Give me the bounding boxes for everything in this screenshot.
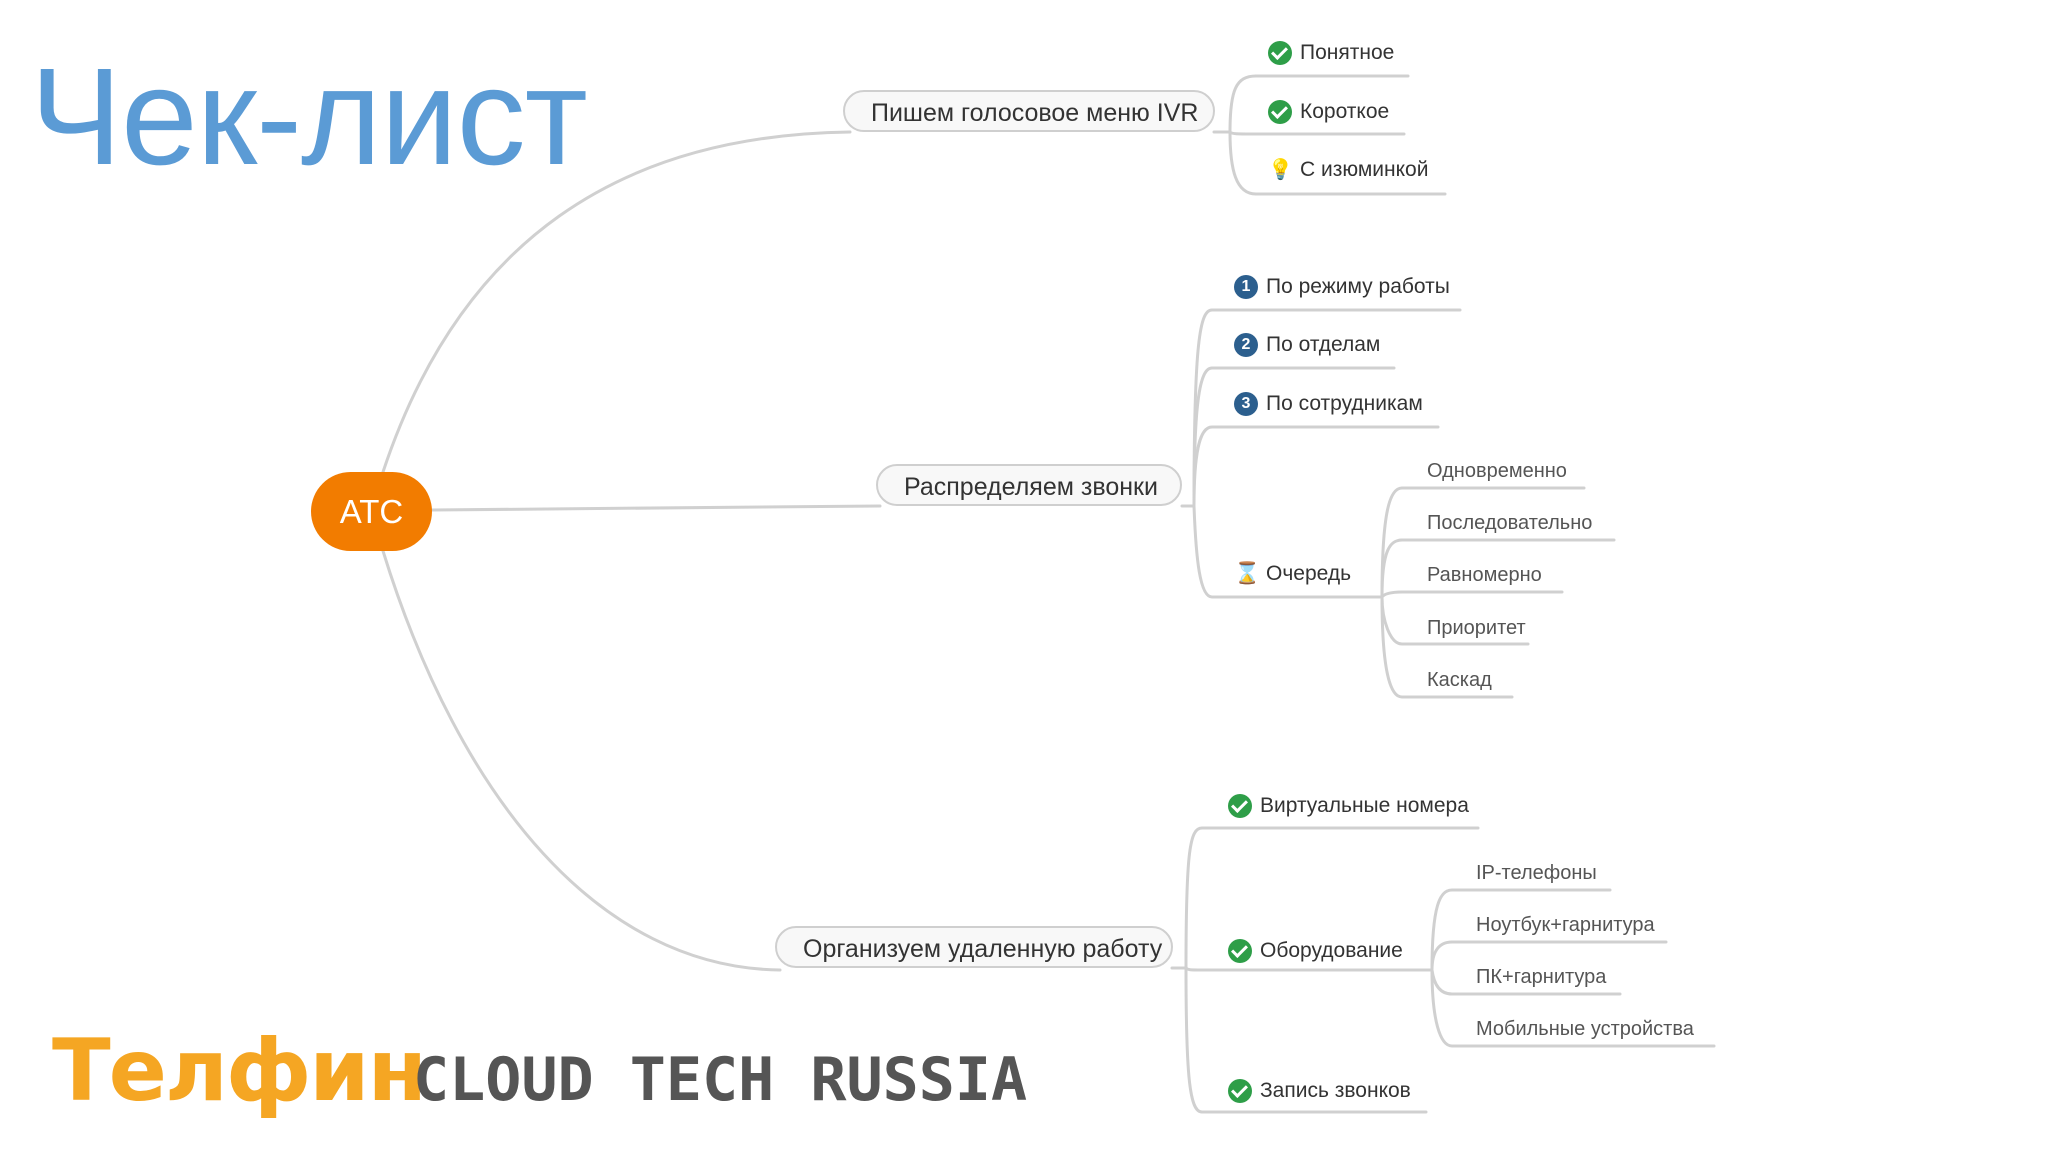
cloud-tech-russia-tagline: CLOUD TECH RUSSIA <box>413 1045 1028 1115</box>
connector-root-remote <box>381 549 782 972</box>
branch-call-distribution[interactable]: Распределяем звонки <box>876 464 1182 506</box>
root-node[interactable]: АТС <box>311 472 432 551</box>
leaf-understandable[interactable]: Понятное <box>1268 39 1394 67</box>
leaf-label: Понятное <box>1300 41 1395 64</box>
equipment-ip-phones[interactable]: IP-телефоны <box>1476 862 1597 884</box>
leaf-label: По режиму работы <box>1266 275 1450 298</box>
branch-remote-work[interactable]: Организуем удаленную работу <box>775 926 1173 968</box>
leaf-label: Запись звонков <box>1260 1079 1411 1102</box>
branch-ivr[interactable]: Пишем голосовое меню IVR <box>843 90 1215 132</box>
telfin-logo: Телфин <box>52 1021 427 1121</box>
number-1-icon: 1 <box>1234 275 1258 299</box>
leaf-by-employee[interactable]: 3 По сотрудникам <box>1234 390 1423 418</box>
equipment-pc-headset[interactable]: ПК+гарнитура <box>1476 966 1607 988</box>
leaf-label: Короткое <box>1300 100 1390 123</box>
number-3-icon: 3 <box>1234 392 1258 416</box>
leaf-by-department[interactable]: 2 По отделам <box>1234 331 1380 359</box>
leaf-label: По отделам <box>1266 333 1381 356</box>
check-icon <box>1228 794 1252 818</box>
check-icon <box>1228 939 1252 963</box>
queue-option-priority[interactable]: Приоритет <box>1427 617 1526 639</box>
leaf-label: С изюминкой <box>1300 158 1429 181</box>
leaf-queue[interactable]: ⌛ Очередь <box>1234 560 1351 588</box>
queue-option-uniform[interactable]: Равномерно <box>1427 564 1542 586</box>
leaf-short[interactable]: Короткое <box>1268 98 1389 126</box>
leaf-label: Очередь <box>1266 562 1352 585</box>
number-2-icon: 2 <box>1234 333 1258 357</box>
leaf-call-recording[interactable]: Запись звонков <box>1228 1077 1411 1105</box>
connector-root-calls <box>430 504 882 512</box>
leaf-label: Оборудование <box>1260 939 1403 962</box>
leaf-label: Виртуальные номера <box>1260 794 1469 817</box>
check-icon <box>1268 41 1292 65</box>
check-icon <box>1228 1079 1252 1103</box>
page-title: Чек-лист <box>30 40 588 194</box>
connector-root-ivr <box>381 130 852 474</box>
lightbulb-icon: 💡 <box>1268 159 1293 181</box>
queue-option-sequential[interactable]: Последовательно <box>1427 512 1593 534</box>
leaf-by-schedule[interactable]: 1 По режиму работы <box>1234 273 1450 301</box>
queue-option-cascade[interactable]: Каскад <box>1427 669 1492 691</box>
check-icon <box>1268 100 1292 124</box>
leaf-label: По сотрудникам <box>1266 392 1423 415</box>
leaf-with-twist[interactable]: 💡 С изюминкой <box>1268 156 1428 184</box>
hourglass-icon: ⌛ <box>1234 562 1261 585</box>
queue-option-simultaneous[interactable]: Одновременно <box>1427 460 1567 482</box>
leaf-equipment[interactable]: Оборудование <box>1228 937 1403 965</box>
equipment-laptop-headset[interactable]: Ноутбук+гарнитура <box>1476 914 1655 936</box>
equipment-mobile-devices[interactable]: Мобильные устройства <box>1476 1018 1694 1040</box>
leaf-virtual-numbers[interactable]: Виртуальные номера <box>1228 792 1469 820</box>
